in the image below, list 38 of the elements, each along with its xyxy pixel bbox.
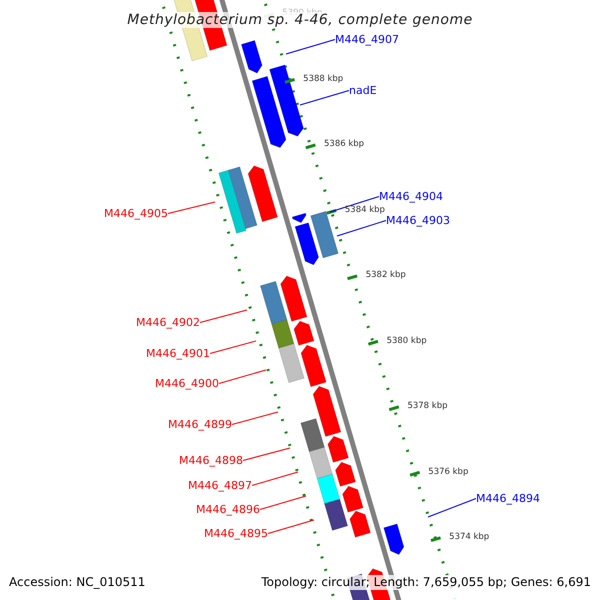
gene-label: M446_4903 bbox=[386, 214, 450, 227]
gene-label: M446_4902 bbox=[136, 316, 200, 329]
footer-text: Accession: NC_010511 bbox=[9, 575, 146, 590]
tick-label: 5382 kbp bbox=[366, 270, 406, 280]
gene-label: M446_4895 bbox=[204, 527, 268, 540]
leader-line bbox=[336, 220, 386, 236]
leader-line bbox=[242, 448, 290, 461]
leader-line bbox=[428, 498, 476, 518]
tick-label: 5384 kbp bbox=[344, 204, 385, 215]
gene-label: M446_4898 bbox=[179, 454, 243, 467]
gene-label: M446_4897 bbox=[188, 479, 252, 492]
leader-line bbox=[168, 202, 216, 214]
leader-line bbox=[260, 496, 306, 510]
leader-line bbox=[268, 520, 314, 534]
tick-label: 5386 kbp bbox=[324, 139, 364, 150]
gene-label: M446_4907 bbox=[335, 33, 399, 46]
footer-text: Topology: circular; Length: 7,659,055 bp; Genes: 6,691 bbox=[261, 575, 591, 590]
leader-line bbox=[218, 370, 266, 384]
tick-label: 5388 kbp bbox=[303, 74, 344, 84]
tick-label: 5374 kbp bbox=[449, 532, 490, 542]
gene-label: M446_4900 bbox=[155, 377, 219, 390]
leader-line bbox=[252, 472, 298, 486]
leader-line bbox=[300, 90, 350, 106]
tick-label: 5376 kbp bbox=[428, 466, 468, 477]
gene-label: M446_4899 bbox=[168, 418, 232, 431]
leader-line bbox=[210, 340, 256, 354]
gene-label: nadE bbox=[349, 84, 377, 97]
tick-label: 5378 kbp bbox=[407, 401, 448, 412]
leader-line bbox=[330, 196, 380, 212]
leader-line bbox=[286, 39, 336, 54]
gene-label: M446_4905 bbox=[104, 207, 168, 220]
gene-label: M446_4896 bbox=[196, 503, 260, 516]
tick-label: 5380 kbp bbox=[386, 336, 427, 346]
gene-label: M446_4901 bbox=[146, 347, 210, 360]
leader-line bbox=[200, 310, 248, 323]
gene-label: M446_4894 bbox=[476, 492, 540, 505]
gene-label: M446_4904 bbox=[379, 190, 443, 203]
leader-line bbox=[232, 412, 278, 425]
